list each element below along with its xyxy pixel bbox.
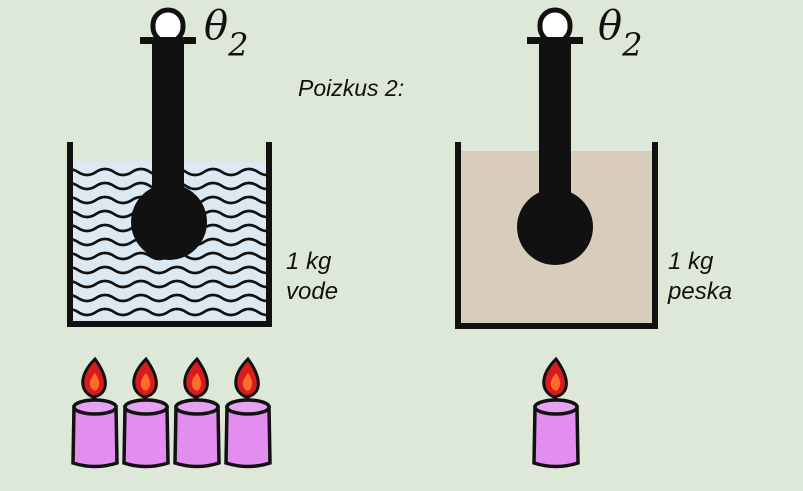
candle-icon xyxy=(71,357,119,469)
candle-icon xyxy=(122,357,170,469)
wave-line xyxy=(70,265,268,275)
sand-mass-label: 1 kg peska xyxy=(668,247,732,307)
right-theta-label: θ2 xyxy=(598,3,643,64)
right-candles xyxy=(532,357,580,469)
water-mass-label: 1 kg vode xyxy=(286,247,338,307)
wave-line xyxy=(70,293,268,303)
wave-line xyxy=(70,181,268,191)
left-theta-label: θ2 xyxy=(204,3,249,64)
beaker-left-outline xyxy=(67,142,272,327)
candle-icon xyxy=(173,357,221,469)
candle-icon xyxy=(224,357,272,469)
wave-line xyxy=(70,279,268,289)
left-candles xyxy=(71,357,272,469)
beaker-right-outline xyxy=(455,142,658,329)
right-thermometer-icon xyxy=(517,7,593,265)
left-thermometer-icon xyxy=(131,7,207,260)
experiment-label: Poizkus 2: xyxy=(298,75,405,101)
water-mass-line2: vode xyxy=(286,278,339,305)
candle-icon xyxy=(532,357,580,469)
water-mass-line1: 1 kg xyxy=(286,248,332,275)
sand-mass-line1: 1 kg xyxy=(668,248,714,275)
sand-mass-line2: peska xyxy=(668,278,733,305)
wave-line xyxy=(70,251,268,261)
wave-line xyxy=(70,167,268,177)
wave-line xyxy=(70,307,268,317)
